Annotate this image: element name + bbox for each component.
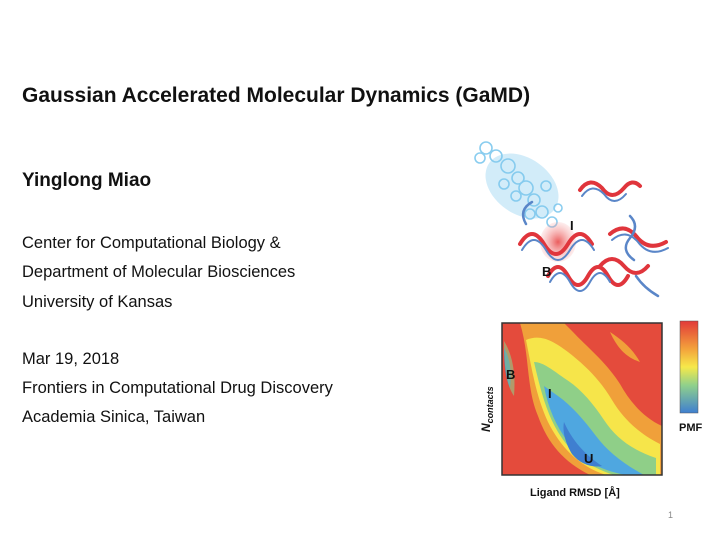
colorbar-label: PMF (679, 422, 703, 434)
page-number: 1 (668, 510, 674, 520)
y-axis-label-main: N (479, 423, 493, 432)
structure-label-i: I (570, 218, 574, 233)
affiliation-line-3: University of Kansas (22, 293, 173, 311)
pmf-map-frame (501, 322, 663, 476)
pmf-map: B I U Ncontacts Ligand RMSD [Å] (479, 322, 663, 499)
event-location: Academia Sinica, Taiwan (22, 408, 206, 426)
affiliation-line-2: Department of Molecular Biosciences (22, 263, 296, 281)
map-label-u: U (584, 451, 593, 466)
x-axis-label: Ligand RMSD [Å] (530, 486, 620, 499)
gamd-figure: U I B B I U Ncontacts Ligand RMSD [Å] (474, 141, 703, 499)
event-date: Mar 19, 2018 (22, 350, 120, 368)
protein-ribbon (518, 180, 669, 298)
affiliation-line-1: Center for Computational Biology & (22, 234, 281, 252)
map-label-b: B (506, 367, 515, 382)
author-name: Yinglong Miao (22, 170, 152, 191)
pmf-colorbar: PMF (679, 320, 703, 434)
y-axis-label-subscript: contacts (485, 386, 495, 423)
structure-label-b: B (542, 264, 551, 279)
ligand-cloud (474, 141, 563, 228)
protein-structure: U I B (474, 141, 669, 298)
map-label-i: I (548, 386, 552, 401)
slide-title: Gaussian Accelerated Molecular Dynamics … (22, 84, 531, 107)
y-axis-label: Ncontacts (479, 386, 495, 432)
event-name: Frontiers in Computational Drug Discover… (22, 379, 333, 397)
